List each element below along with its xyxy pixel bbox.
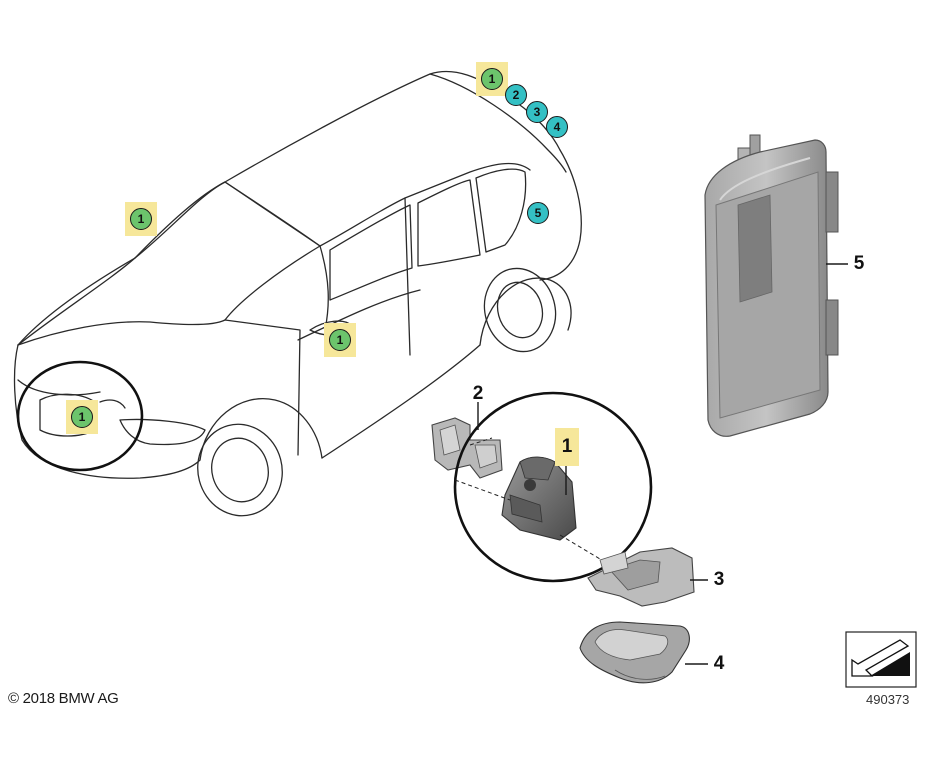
callout-control-unit[interactable]: 5 <box>853 253 865 274</box>
marker-highlights <box>66 62 508 434</box>
camera-part <box>501 456 577 541</box>
callout-bracket[interactable]: 2 <box>472 383 484 404</box>
bracket-part <box>431 417 503 479</box>
marker-roof-rear-3[interactable]: 3 <box>526 101 548 123</box>
marker-roof-rear-2[interactable]: 2 <box>505 84 527 106</box>
callout-cover[interactable]: 4 <box>713 653 725 674</box>
front-camera-highlight-circle <box>16 360 144 472</box>
cover-part <box>579 621 690 684</box>
marker-side-mirror[interactable]: 1 <box>329 329 351 351</box>
marker-front-grille[interactable]: 1 <box>71 406 93 428</box>
marker-windshield[interactable]: 1 <box>130 208 152 230</box>
marker-tailgate[interactable]: 5 <box>527 202 549 224</box>
callout-holder[interactable]: 3 <box>713 569 725 590</box>
assembly-lines <box>454 437 611 566</box>
control-unit-part <box>704 134 839 437</box>
copyright-text: © 2018 BMW AG <box>8 690 119 707</box>
marker-roof-rear-1[interactable]: 1 <box>481 68 503 90</box>
holder-part <box>587 547 695 607</box>
camera-highlight-circle <box>453 391 653 583</box>
vehicle-outline <box>13 70 582 517</box>
marker-roof-rear-4[interactable]: 4 <box>546 116 568 138</box>
document-number: 490373 <box>866 692 910 707</box>
callout-lines <box>477 263 848 665</box>
callout-camera[interactable]: 1 <box>555 428 579 466</box>
